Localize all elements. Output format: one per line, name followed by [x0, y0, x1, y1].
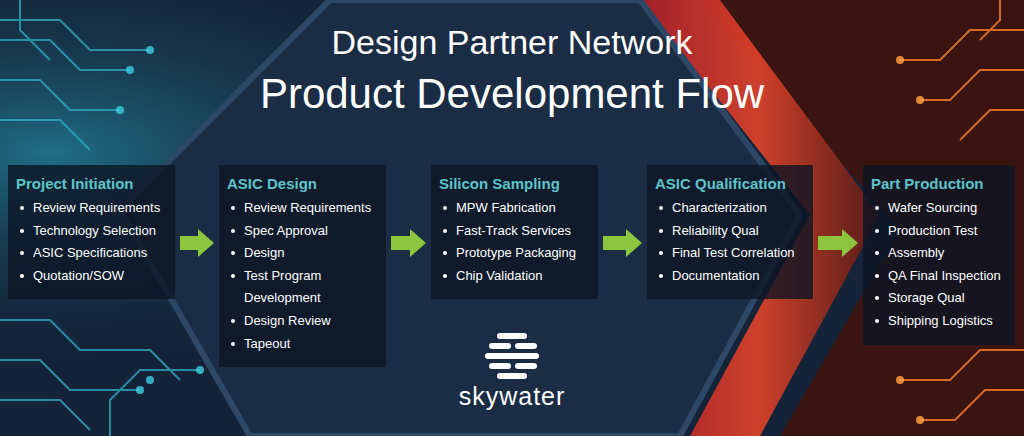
bullet-row: Assembly — [871, 242, 1007, 265]
bullet-row: Prototype Packaging — [439, 242, 590, 265]
bullet-dot — [659, 251, 663, 255]
bullet-dot — [875, 206, 879, 210]
bullet-row: Reliability Qual — [655, 220, 805, 243]
bullet-dot — [231, 342, 235, 346]
step-item: Production Test — [888, 220, 977, 243]
bullet-row: Spec Approval — [227, 220, 378, 243]
bullet-row: Final Test Correlation — [655, 242, 805, 265]
bullet-dot — [443, 206, 447, 210]
step-item: Technology Selection — [33, 220, 156, 243]
flow-arrow — [391, 229, 426, 257]
bullet-dot — [231, 206, 235, 210]
bullet-dot — [443, 251, 447, 255]
step-item: Fast-Track Services — [456, 220, 571, 243]
bullet-row: Wafer Sourcing — [871, 197, 1007, 220]
bullet-row: Design — [227, 242, 378, 265]
bullet-row: Design Review — [227, 310, 378, 333]
step-item: Spec Approval — [244, 220, 328, 243]
bullet-dot — [231, 251, 235, 255]
bullet-row: Tapeout — [227, 333, 378, 356]
bullet-row: Review Requirements — [227, 197, 378, 220]
step-item: Reliability Qual — [672, 220, 759, 243]
step-item: Final Test Correlation — [672, 242, 795, 265]
bullet-dot — [231, 229, 235, 233]
step-item: Review Requirements — [244, 197, 371, 220]
stage-heading: ASIC Design — [227, 174, 378, 194]
bullet-row: Review Requirements — [16, 197, 167, 220]
brand-name: skywater — [0, 381, 1024, 411]
bullet-dot — [20, 206, 24, 210]
bullet-row: Fast-Track Services — [439, 220, 590, 243]
step-item: QA Final Inspection — [888, 265, 1001, 288]
stage-heading: Part Production — [871, 174, 1007, 194]
step-item: Storage Qual — [888, 287, 965, 310]
step-item: Review Requirements — [33, 197, 160, 220]
process-box: ASIC DesignReview RequirementsSpec Appro… — [219, 165, 386, 367]
subtitle: Design Partner Network — [0, 22, 1024, 62]
flow-arrow — [180, 229, 214, 257]
bullet-dot — [20, 251, 24, 255]
bullet-dot — [20, 229, 24, 233]
bullet-dot — [443, 229, 447, 233]
process-box: ASIC QualificationCharacterizationReliab… — [647, 165, 813, 299]
step-item: Design — [244, 242, 284, 265]
bullet-dot — [659, 206, 663, 210]
bullet-row: Quotation/SOW — [16, 265, 167, 288]
bullet-dot — [20, 274, 24, 278]
bullet-row: Documentation — [655, 265, 805, 288]
bullet-row: ASIC Specifications — [16, 242, 167, 265]
step-item: Wafer Sourcing — [888, 197, 977, 220]
step-item: MPW Fabrication — [456, 197, 556, 220]
bullet-dot — [231, 319, 235, 323]
bullet-row: QA Final Inspection — [871, 265, 1007, 288]
bullet-dot — [875, 274, 879, 278]
bullet-row: MPW Fabrication — [439, 197, 590, 220]
bullet-dot — [659, 274, 663, 278]
title: Product Development Flow — [0, 70, 1024, 118]
bullet-row: Shipping Logistics — [871, 310, 1007, 333]
bullet-dot — [443, 274, 447, 278]
bullet-row: Chip Validation — [439, 265, 590, 288]
process-box: Silicon SamplingMPW FabricationFast-Trac… — [431, 165, 598, 299]
step-item: Characterization — [672, 197, 767, 220]
step-item: Shipping Logistics — [888, 310, 993, 333]
bullet-dot — [875, 251, 879, 255]
bullet-row: Test Program Development — [227, 265, 378, 310]
stage-heading: ASIC Qualification — [655, 174, 805, 194]
bullet-dot — [231, 274, 235, 278]
step-item: Assembly — [888, 242, 944, 265]
stage-heading: Silicon Sampling — [439, 174, 590, 194]
step-item: Documentation — [672, 265, 759, 288]
bullet-row: Storage Qual — [871, 287, 1007, 310]
bullet-row: Characterization — [655, 197, 805, 220]
flow-arrow — [818, 229, 858, 257]
bullet-dot — [875, 296, 879, 300]
logo-icon — [485, 333, 539, 379]
step-item: Design Review — [244, 310, 331, 333]
step-item: ASIC Specifications — [33, 242, 147, 265]
step-item: Test Program Development — [244, 265, 378, 310]
bullet-dot — [875, 229, 879, 233]
bullet-dot — [659, 229, 663, 233]
bullet-row: Production Test — [871, 220, 1007, 243]
flow-arrow — [603, 229, 642, 257]
process-box: Project InitiationReview RequirementsTec… — [8, 165, 175, 299]
stage-heading: Project Initiation — [16, 174, 167, 194]
step-item: Quotation/SOW — [33, 265, 124, 288]
step-item: Chip Validation — [456, 265, 542, 288]
process-box: Part ProductionWafer SourcingProduction … — [863, 165, 1015, 345]
bullet-row: Technology Selection — [16, 220, 167, 243]
bullet-dot — [875, 319, 879, 323]
step-item: Prototype Packaging — [456, 242, 576, 265]
step-item: Tapeout — [244, 333, 290, 356]
